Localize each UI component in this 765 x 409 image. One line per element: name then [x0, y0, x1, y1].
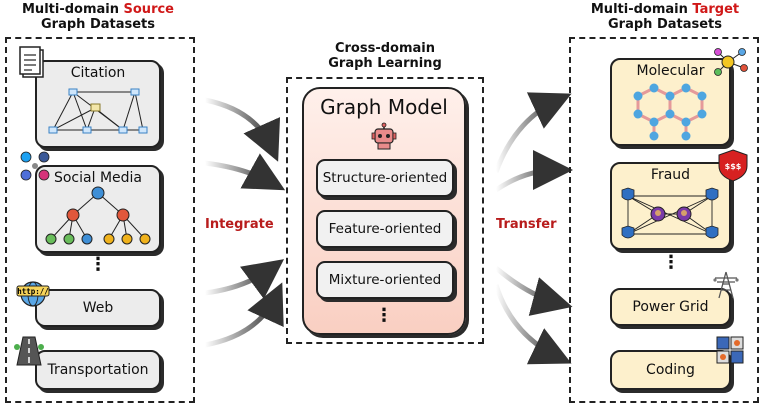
- center-title-line1: Cross-domain: [334, 41, 436, 56]
- source-panel: [5, 37, 195, 403]
- code-blocks-icon: [716, 336, 744, 364]
- transportation-label: Transportation: [47, 362, 149, 378]
- target-title-line2: Graph Datasets: [608, 17, 722, 32]
- web-card: Web: [35, 289, 161, 327]
- network-nodes-icon: [714, 48, 748, 76]
- coding-label: Coding: [646, 362, 695, 378]
- power-grid-card: Power Grid: [610, 288, 731, 326]
- source-title-prefix: Multi-domain: [22, 2, 124, 17]
- target-title-accent: Target: [692, 2, 740, 17]
- molecular-label: Molecular: [636, 63, 705, 79]
- globe-icon: http://: [16, 281, 50, 307]
- fraud-shield-icon: $$$: [718, 149, 748, 182]
- integrate-label: Integrate: [205, 217, 274, 232]
- fraud-badge-text: $$$: [725, 162, 742, 171]
- transfer-label: Transfer: [496, 217, 557, 232]
- power-grid-label: Power Grid: [632, 299, 709, 315]
- fraud-label: Fraud: [650, 167, 691, 183]
- fraud-graph-icon: [621, 187, 719, 239]
- social-apps-icon: [20, 151, 50, 181]
- transportation-card: Transportation: [35, 350, 161, 390]
- mixture-oriented-module: Mixture-oriented: [316, 261, 454, 299]
- source-title-line2: Graph Datasets: [41, 17, 155, 32]
- social-media-label: Social Media: [53, 170, 142, 186]
- feature-oriented-module: Feature-oriented: [316, 210, 454, 248]
- structure-oriented-module: Structure-oriented: [316, 159, 454, 197]
- target-title-prefix: Multi-domain: [590, 2, 693, 17]
- document-icon: [19, 46, 44, 78]
- center-title: Cross-domain Graph Learning: [285, 41, 485, 71]
- power-tower-icon: [713, 271, 739, 299]
- graph-model-title: Graph Model: [320, 95, 448, 119]
- robot-icon: [371, 122, 397, 150]
- source-title-accent: Source: [123, 2, 174, 17]
- citation-graph-icon: [48, 88, 148, 134]
- center-title-line2: Graph Learning: [328, 56, 442, 71]
- web-badge-text: http://: [17, 287, 49, 296]
- road-icon: [14, 336, 44, 366]
- web-label: Web: [82, 300, 114, 316]
- social-tree-icon: [45, 186, 151, 245]
- citation-label: Citation: [70, 65, 126, 81]
- target-title: Multi-domain Target Graph Datasets: [565, 2, 765, 32]
- source-title: Multi-domain Source Graph Datasets: [0, 2, 196, 32]
- center-panel: [286, 77, 484, 344]
- target-ellipsis: ⋮: [662, 252, 680, 273]
- target-panel: [569, 37, 759, 403]
- molecule-graph-icon: [633, 83, 707, 141]
- coding-card: Coding: [610, 350, 731, 390]
